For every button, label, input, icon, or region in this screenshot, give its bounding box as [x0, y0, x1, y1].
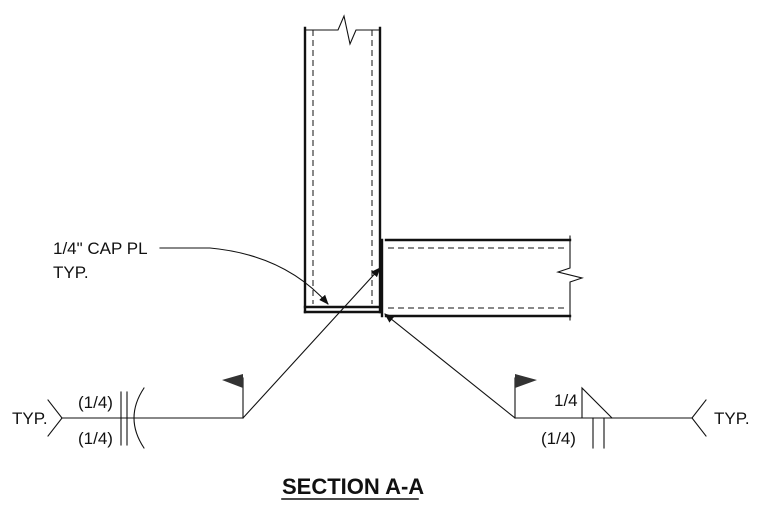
- cap-plate-leader: [159, 247, 329, 305]
- right-weld-symbol: [384, 313, 707, 449]
- right-weld-size-top: 1/4: [554, 391, 578, 410]
- left-weld-size-bottom: (1/4): [78, 429, 113, 448]
- left-weld-symbol: [47, 267, 381, 449]
- field-weld-flag-icon: [222, 374, 243, 388]
- cap-plate-note-line2: TYP.: [53, 263, 89, 282]
- section-title: SECTION A-A: [282, 474, 424, 499]
- field-weld-flag-icon: [515, 374, 537, 388]
- left-weld-size-top: (1/4): [78, 393, 113, 412]
- horizontal-member: [380, 235, 584, 321]
- cap-plate: [303, 305, 382, 314]
- vertical-member: [303, 14, 382, 314]
- left-weld-tail-text: TYP.: [12, 409, 48, 428]
- right-weld-tail-text: TYP.: [714, 409, 750, 428]
- cap-plate-note-line1: 1/4" CAP PL: [53, 239, 148, 258]
- right-weld-size-bottom: (1/4): [541, 429, 576, 448]
